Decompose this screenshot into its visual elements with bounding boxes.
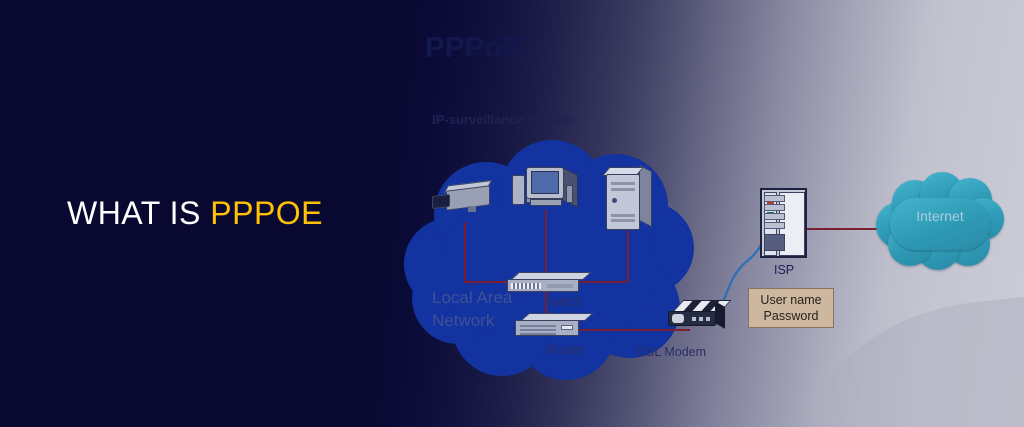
title-prefix: WHAT IS <box>66 195 211 231</box>
pppoe-credentials-box: User name Password <box>748 288 834 328</box>
switch-label: Switch <box>545 295 582 309</box>
server-tower-device <box>600 164 658 230</box>
router-device <box>515 313 599 339</box>
isp-server-rack <box>760 188 807 258</box>
dsl-modem-label: DSL Modem <box>637 345 707 359</box>
credentials-password-label: Password <box>763 308 819 323</box>
page-title: WHAT IS PPPOE <box>67 195 323 232</box>
title-panel: WHAT IS PPPOE <box>0 0 390 427</box>
credentials-username-label: User name <box>760 292 822 307</box>
switch-device <box>507 272 599 296</box>
dsl-modem-device <box>668 300 734 332</box>
desktop-pc-device <box>510 163 582 211</box>
isp-label: ISP <box>774 263 795 277</box>
router-label: Router <box>547 343 585 357</box>
internet-cloud-label: Internet <box>916 208 964 224</box>
title-accent: PPPOE <box>210 195 324 231</box>
ip-camera-device <box>432 180 502 220</box>
